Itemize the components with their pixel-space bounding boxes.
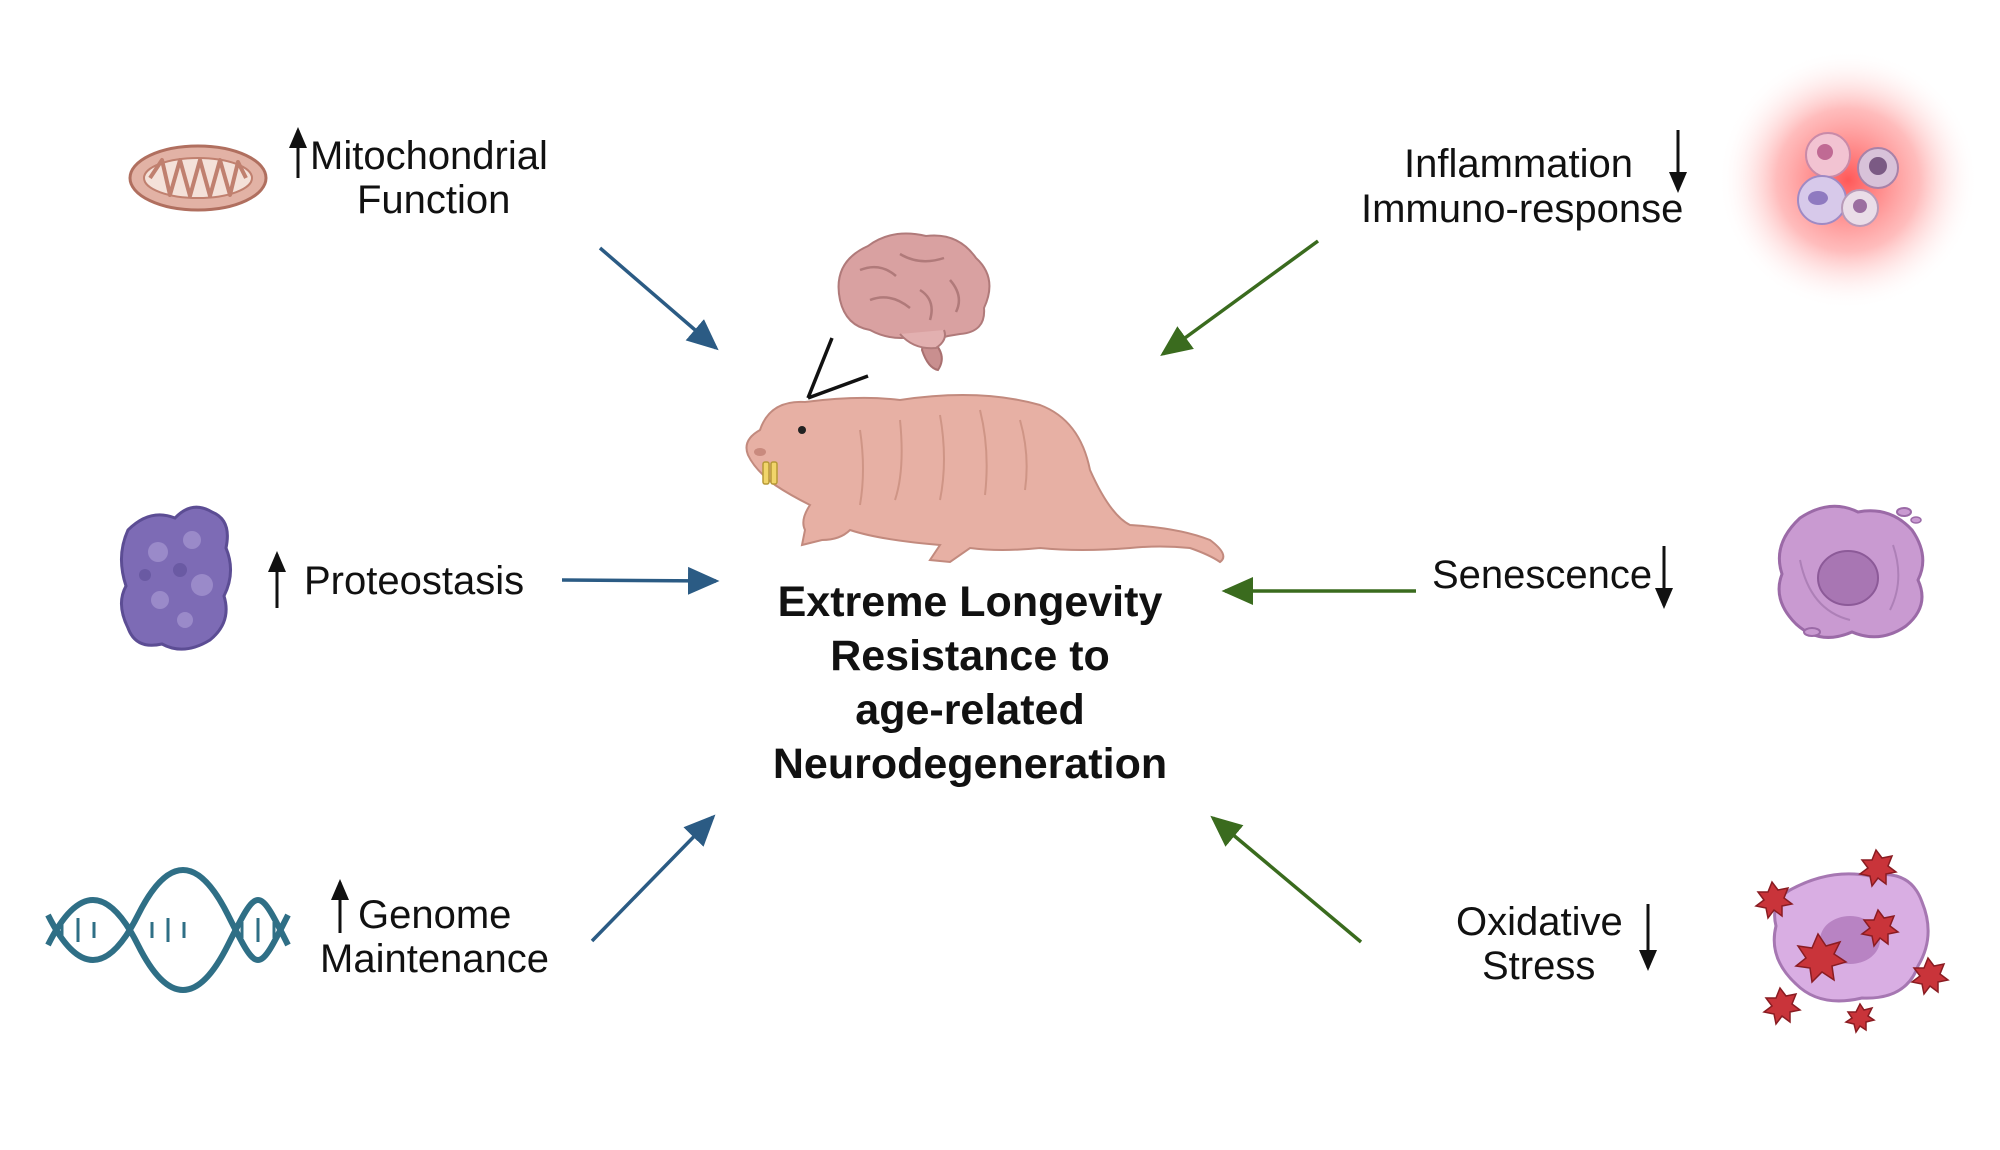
center-outcome-title: Extreme Longevity Resistance to age-rela… — [700, 575, 1240, 791]
arrow-genome — [590, 814, 716, 943]
dna-icon — [45, 867, 291, 993]
center-title-line-1: Extreme Longevity — [777, 578, 1163, 626]
inflammation-label-line-2: Immuno-response — [1361, 187, 1684, 231]
oxidative-label-line-2: Stress — [1482, 944, 1596, 988]
mitochondrial-label-line-2: Function — [357, 178, 511, 222]
arrow-inflammation — [1160, 239, 1320, 357]
center-title-line-2: Resistance to — [830, 632, 1110, 680]
protein-icon — [120, 505, 232, 651]
genome-label-line-1: Genome — [358, 893, 512, 937]
senescence-label: Senescence — [1432, 553, 1653, 597]
proteostasis-label: Proteostasis — [304, 559, 525, 603]
senescent-cell-icon — [1777, 504, 1925, 639]
immune-cells-icon — [1718, 50, 1978, 310]
brain-icon — [837, 232, 991, 372]
center-title-line-4: Neurodegeneration — [772, 740, 1168, 788]
arrow-oxidative — [1210, 815, 1363, 944]
arrow-mitochondrial — [598, 246, 719, 351]
mitochondrion-icon — [128, 144, 268, 212]
arrow-proteostasis — [561, 566, 720, 595]
oxidative-label-line-1: Oxidative — [1456, 900, 1623, 944]
center-title-line-3: age-related — [855, 686, 1085, 734]
genome-label-line-2: Maintenance — [320, 937, 550, 981]
mitochondrial-label-line-1: Mitochondrial — [310, 134, 548, 178]
inflammation-label-line-1: Inflammation — [1404, 142, 1633, 186]
oxidative-cell-icon — [1754, 848, 1950, 1034]
naked-mole-rat-icon — [745, 337, 1225, 564]
